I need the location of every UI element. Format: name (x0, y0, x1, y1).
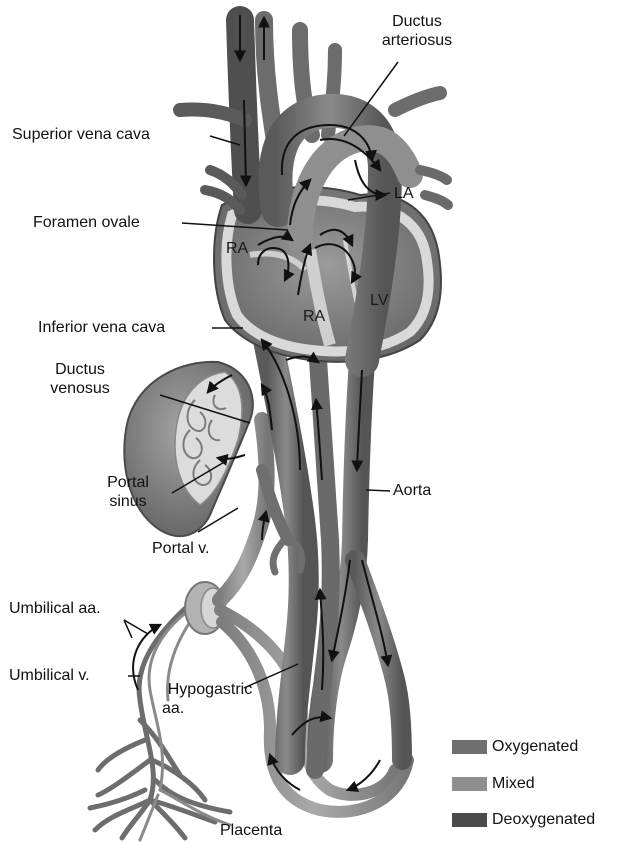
label-foramen-ovale: Foramen ovale (33, 213, 140, 232)
label-hypogastric-aa: Hypogastric aa. (150, 680, 270, 718)
label-portal-v: Portal v. (152, 539, 210, 558)
label-superior-vena-cava: Superior vena cava (12, 125, 150, 144)
label-umbilical-aa: Umbilical aa. (9, 599, 101, 618)
label-hypogastric-line2: aa. (150, 699, 270, 718)
label-portal-sinus: Portal sinus (98, 473, 158, 511)
label-hypogastric-line1: Hypogastric (150, 680, 270, 699)
label-umbilical-v: Umbilical v. (9, 666, 90, 685)
label-ductus-arteriosus: Ductus arteriosus (367, 12, 467, 50)
legend-label-mixed: Mixed (492, 774, 535, 793)
right-iliac-artery (355, 560, 402, 760)
label-ra-upper: RA (226, 239, 248, 258)
legend-swatch-deoxygenated (452, 813, 487, 827)
label-portal-sinus-line2: sinus (98, 492, 158, 511)
label-la: LA (394, 184, 414, 203)
label-ductus-arteriosus-line2: arteriosus (367, 31, 467, 50)
label-ductus-arteriosus-line1: Ductus (367, 12, 467, 31)
label-ra-lower: RA (303, 307, 325, 326)
legend-label-deoxygenated: Deoxygenated (492, 810, 595, 829)
label-inferior-vena-cava: Inferior vena cava (38, 318, 165, 337)
legend-swatch-mixed (452, 777, 487, 791)
label-ductus-venosus-line2: venosus (25, 379, 135, 398)
label-placenta: Placenta (220, 821, 282, 840)
label-portal-sinus-line1: Portal (98, 473, 158, 492)
legend-label-oxygenated: Oxygenated (492, 737, 578, 756)
label-lv: LV (370, 291, 388, 310)
label-ductus-venosus: Ductus venosus (25, 360, 135, 398)
label-ductus-venosus-line1: Ductus (25, 360, 135, 379)
legend-swatch-oxygenated (452, 740, 487, 754)
label-aorta: Aorta (393, 481, 431, 500)
